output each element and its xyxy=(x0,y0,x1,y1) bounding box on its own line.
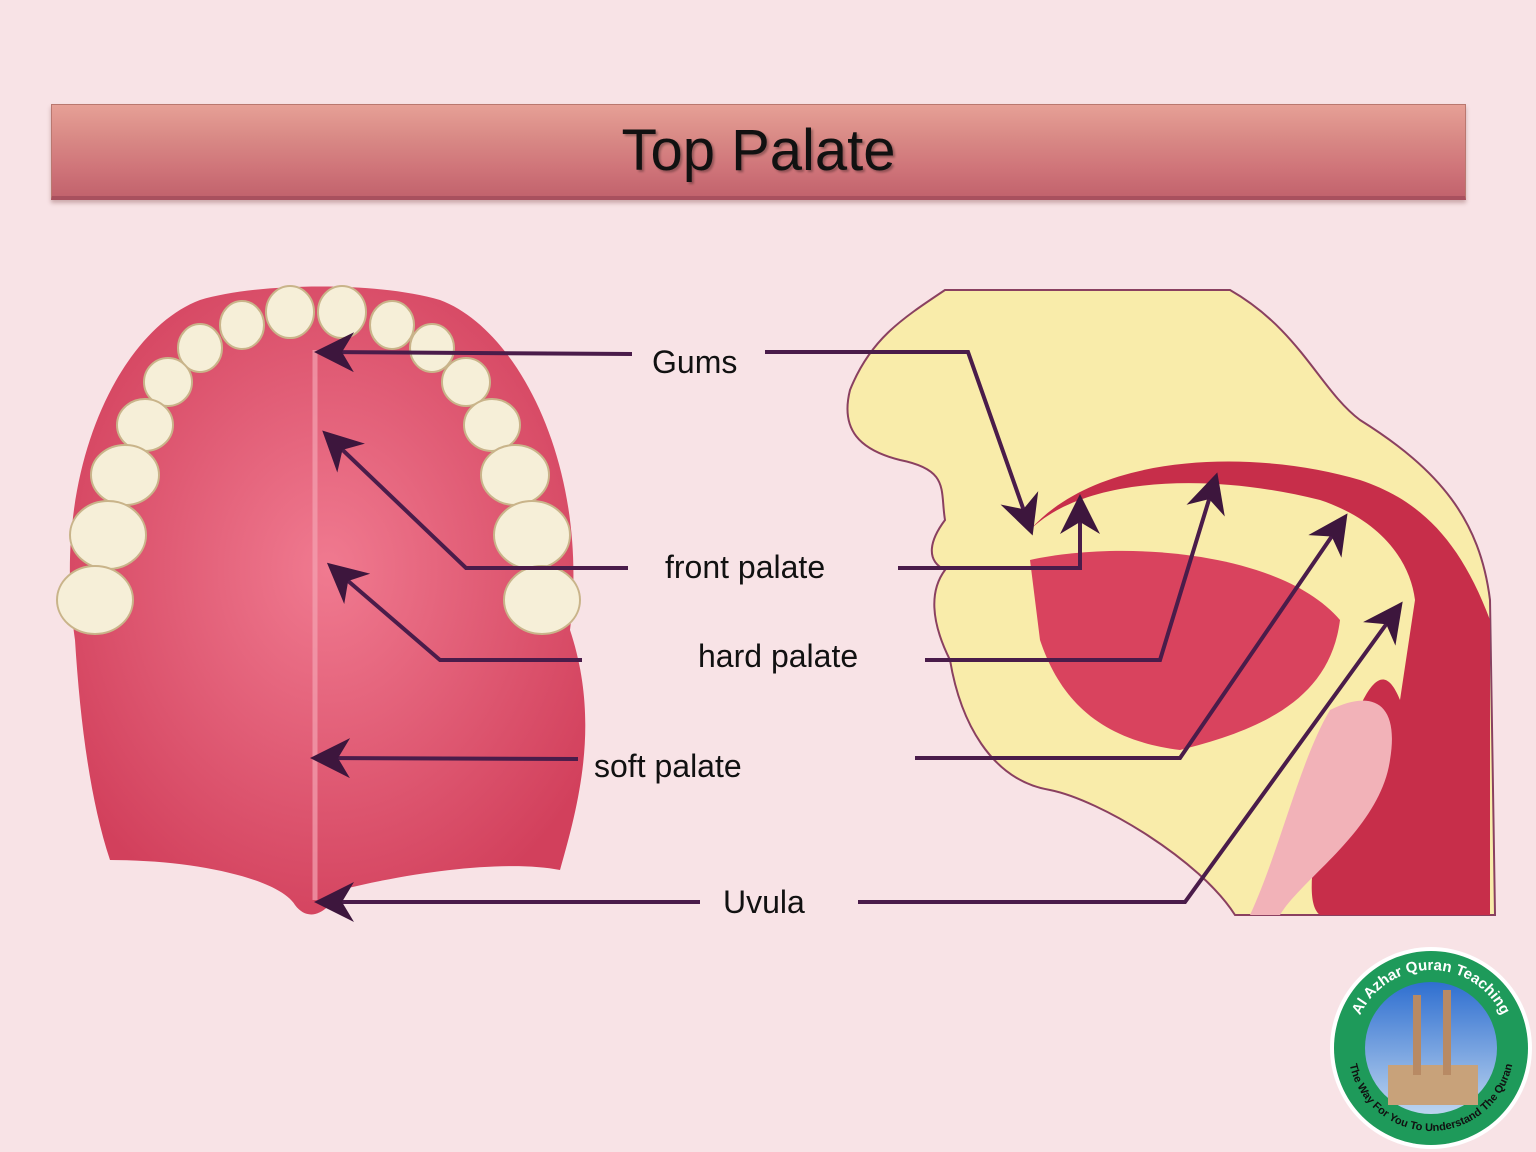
label-hard-palate: hard palate xyxy=(698,638,859,674)
label-soft-palate: soft palate xyxy=(594,748,742,784)
upper-palate-illustration xyxy=(56,285,586,915)
arrow-gums-left xyxy=(314,332,633,373)
arrow-hard-right xyxy=(925,472,1225,662)
arrow-soft-right xyxy=(915,513,1348,760)
label-gums: Gums xyxy=(652,344,738,380)
arrow-gums-right xyxy=(765,350,1039,536)
arrow-hard-left xyxy=(326,562,582,662)
teeth-icon xyxy=(56,285,581,635)
arrow-soft-left xyxy=(310,738,579,779)
label-uvula: Uvula xyxy=(723,884,805,920)
pointer-arrows xyxy=(310,332,1403,922)
title-bar: Top Palate xyxy=(51,104,1466,200)
al-azhar-logo: Al Azhar Quran Teaching The Way For You … xyxy=(1330,947,1532,1149)
label-front-palate: front palate xyxy=(665,549,826,585)
arrow-front-right xyxy=(898,494,1100,570)
arrow-uvula-right xyxy=(858,601,1403,904)
page-title: Top Palate xyxy=(621,118,896,183)
arrow-front-left xyxy=(322,430,628,570)
head-cross-section-illustration xyxy=(846,289,1497,916)
